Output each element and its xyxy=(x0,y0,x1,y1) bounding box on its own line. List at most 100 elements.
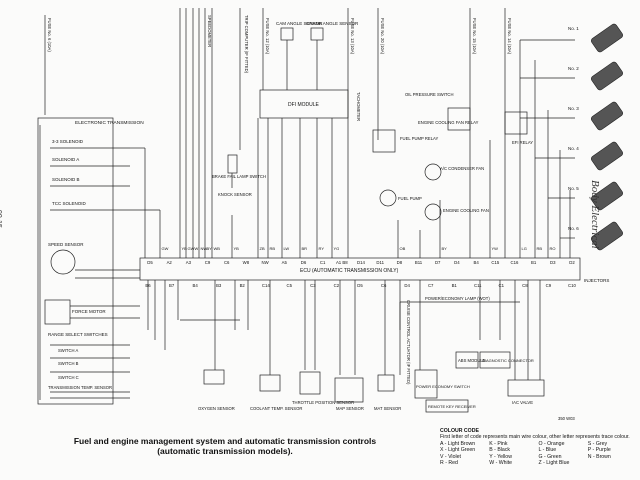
wire-colour-code: RO xyxy=(550,246,556,251)
injector-1-label: No. 1 xyxy=(568,26,579,31)
ecu-pin-label: B4 xyxy=(192,283,198,288)
ecu-pin-label: C1 xyxy=(320,260,326,265)
wire-colour-code: GW xyxy=(162,246,169,251)
oil-switch-label: OIL PRESSURE SWITCH xyxy=(405,92,453,97)
colour-code-entry: P - Purple xyxy=(587,447,611,454)
ecu-pin-label: C5 xyxy=(287,283,293,288)
wire-colour-code: YB xyxy=(182,246,188,251)
oxygen-sensor-label: OXYGEN SENSOR xyxy=(198,406,235,411)
ecu-pin-label: D5 xyxy=(147,260,153,265)
injector-3-label: No. 3 xyxy=(568,106,579,111)
cruise-label: CRUISE CONTROL ACTUATOR (IF FITTED) xyxy=(406,300,411,385)
remote-receiver-label: REMOTE KEY RECEIVER xyxy=(428,404,476,409)
ecu-pin-label: D5 xyxy=(357,283,363,288)
colour-code-entry: B - Black xyxy=(489,447,511,454)
solenoid-a-label: SOLENOID A xyxy=(52,157,79,162)
ecu-pin-label: C9 xyxy=(546,283,552,288)
solenoid-34-label: 3-3 SOLENOID xyxy=(52,139,84,144)
engine-fan-label: ENGINE COOLING FAN xyxy=(443,208,489,213)
wire-colour-code: RB xyxy=(270,246,276,251)
ecu-pin-label: C16 xyxy=(511,260,519,265)
trans-temp-label: TRANSMISSION TEMP. SENSOR xyxy=(48,385,112,390)
ecu-pin-label: NW xyxy=(262,260,270,265)
ecu-pin-label: B4 xyxy=(473,260,479,265)
wire-colour-code: GW xyxy=(188,246,195,251)
wire-colour-code: BY xyxy=(207,246,213,251)
ecu-pin-label: C6 xyxy=(381,283,387,288)
wire-colour-code: BR xyxy=(302,246,308,251)
fuse-label-2: FUSE No. 12 (10A) xyxy=(265,18,270,55)
ecu-pin-label: C6 xyxy=(224,260,230,265)
wire-colour-code: WB xyxy=(214,246,221,251)
ecu-pin-label: A2 xyxy=(167,260,173,265)
fuel-pump-label: FUEL PUMP xyxy=(398,196,422,201)
ecu-pin-label: C10 xyxy=(568,283,576,288)
wire-colour-code: RB xyxy=(537,246,543,251)
wire-colour-code: YW xyxy=(492,246,499,251)
efi-relay-label: EFI RELAY xyxy=(512,140,533,145)
colour-code-entry: L - Blue xyxy=(538,447,557,454)
fuse-label-1: FUSE No. 6 (10A) xyxy=(47,18,52,52)
colour-code-entry: Z - Light Blue xyxy=(538,460,570,467)
ecu-pin-label: B7 xyxy=(169,283,175,288)
wire-colour-code: OB xyxy=(400,246,406,251)
fuse-label-4: FUSE No. 15 (10A) xyxy=(472,18,477,55)
ecf-relay-label: ENGINE COOLING FAN RELAY xyxy=(418,120,479,125)
ecu-pin-label: B1 xyxy=(452,283,458,288)
figure-ref: 350 W03 xyxy=(558,416,575,421)
figure-caption: Fuel and engine management system and au… xyxy=(60,436,390,456)
switch-a-label: SWITCH A xyxy=(58,348,78,353)
ecu-pin-label: D4 xyxy=(404,283,410,288)
ecu-pin-label: A1 B8 xyxy=(336,260,348,265)
ecu-pin-label: D2 xyxy=(569,260,575,265)
wire-colour-code: LW xyxy=(284,246,290,251)
coolant-sensor-label: COOLANT TEMP. SENSOR xyxy=(250,406,302,411)
injector-2-label: No. 2 xyxy=(568,66,579,71)
injectors-label: INJECTORS xyxy=(584,278,609,283)
caption-line-1: Fuel and engine management system and au… xyxy=(73,436,377,446)
wire-colour-code: W xyxy=(195,246,199,251)
injector-4-label: No. 4 xyxy=(568,146,579,151)
colour-code-entry: G - Green xyxy=(538,453,562,460)
colour-code-entry: R - Red xyxy=(440,460,458,467)
ecu-pin-label: B2 xyxy=(240,283,246,288)
wire-colour-code: NW xyxy=(201,246,208,251)
colour-code-title: COLOUR CODE xyxy=(440,428,479,434)
map-sensor-label: MAP SENSOR xyxy=(336,406,364,411)
colour-code-note: First letter of code represents main wir… xyxy=(440,434,630,441)
switch-b-label: SWITCH B xyxy=(58,361,79,366)
trip-label: TRIP COMPUTER (IF FITTED) xyxy=(244,15,249,74)
page-number: 90-15 xyxy=(0,210,2,228)
colour-code-entry: S - Grey xyxy=(587,440,608,447)
ecu-pin-label: C14 xyxy=(262,283,270,288)
wire-colour-code: YG xyxy=(334,246,340,251)
colour-code-legend: COLOUR CODE First letter of code represe… xyxy=(440,428,635,466)
power-switch-label: POWER ECONOMY SWITCH xyxy=(416,384,470,389)
ecu-pin-label: A3 xyxy=(186,260,192,265)
switch-c-label: SWITCH C xyxy=(58,375,79,380)
diag-connector-label: DIAGNOSTIC CONNECTOR xyxy=(482,358,534,363)
side-title: Body Electrical xyxy=(589,180,601,249)
range-switches-label: RANGE SELECT SWITCHES xyxy=(48,332,108,337)
wire-colour-code: RY xyxy=(319,246,325,251)
crank-sensor-label: CRANK ANGLE SENSOR xyxy=(306,21,359,26)
solenoid-b-label: SOLENOID B xyxy=(52,177,80,182)
ecu-pin-label: W8 xyxy=(243,260,250,265)
ecu-pin-label: D7 xyxy=(435,260,441,265)
colour-code-entry: V - Violet xyxy=(440,453,461,460)
cam-sensor-label: CAM ANGLE SENSOR xyxy=(276,21,323,26)
dfi-module-label: DFI MODULE xyxy=(288,102,320,108)
abs-module-label: ABS MODULE xyxy=(458,358,486,363)
caption-line-2: (automatic transmission models). xyxy=(157,446,293,456)
fuse-label-6: FUSE No. 13 (10A) xyxy=(350,18,355,55)
injector-5-label: No. 5 xyxy=(568,186,579,191)
injector-number-labels: No. 1 No. 2 No. 3 No. 4 No. 5 No. 6 xyxy=(568,26,579,231)
brake-switch-label: BRAKE FAIL LAMP SWITCH xyxy=(212,174,266,179)
ecu-pin-label: B3 xyxy=(216,283,222,288)
speed-sensor-label: SPEED SENSOR xyxy=(48,242,84,247)
ecu-pin-label: C7 xyxy=(428,283,434,288)
ecu-pin-label: D6 xyxy=(301,260,307,265)
